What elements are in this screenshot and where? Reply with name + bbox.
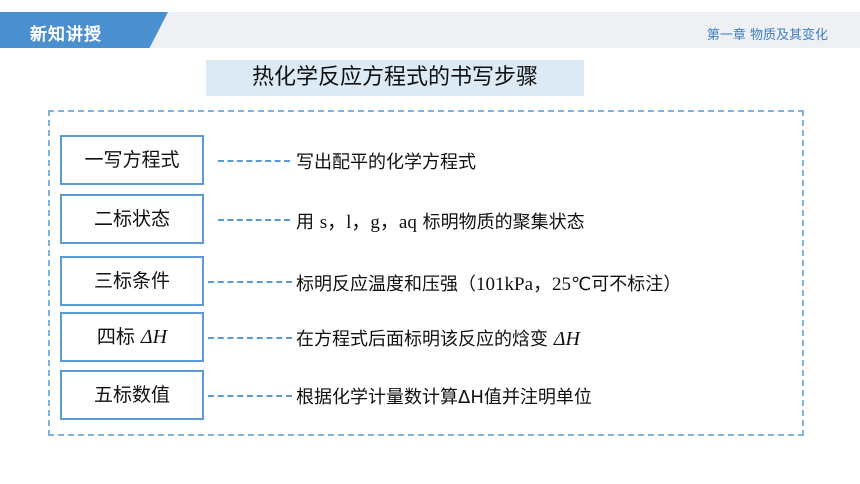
chapter-label: 第一章 物质及其变化 <box>706 28 828 43</box>
steps-frame <box>48 110 804 436</box>
step-3-desc-suffix: ℃可不标注） <box>571 274 682 295</box>
step-3-label: 三标条件 <box>93 270 170 292</box>
step-3-desc: 标明反应温度和压强（101kPa，25℃可不标注） <box>296 269 681 296</box>
title-box: 热化学反应方程式的书写步骤 <box>206 60 584 96</box>
step-5-box: 五标数值 <box>60 370 204 420</box>
step-2-desc-suffix: 标明物质的聚集状态 <box>416 212 585 233</box>
step-2-desc-states: s，l，g，aq <box>319 212 417 233</box>
step-5-connector <box>208 395 292 397</box>
step-5-label: 五标数值 <box>93 384 170 406</box>
step-2-label: 二标状态 <box>93 208 170 230</box>
step-3-connector <box>208 281 292 283</box>
step-4-label-prefix: 四标 <box>96 326 141 348</box>
step-3-box: 三标条件 <box>60 256 204 306</box>
step-4-connector <box>208 337 292 339</box>
step-2-box: 二标状态 <box>60 194 204 244</box>
step-1-label: 一写方程式 <box>84 149 180 171</box>
step-1-desc: 写出配平的化学方程式 <box>296 152 476 173</box>
step-4-desc-symbol: ΔH <box>553 328 580 350</box>
step-4-box: 四标 ΔH <box>60 312 204 362</box>
step-2-desc: 用 s，l，g，aq 标明物质的聚集状态 <box>296 207 585 234</box>
page-title: 热化学反应方程式的书写步骤 <box>251 65 538 90</box>
step-2-desc-prefix: 用 <box>296 212 320 233</box>
step-3-desc-conditions: 101kPa，25 <box>476 274 572 295</box>
section-tab <box>0 12 168 48</box>
step-4-desc-prefix: 在方程式后面标明该反应的焓变 <box>296 329 554 350</box>
step-2-connector <box>218 219 290 221</box>
section-label: 新知讲授 <box>30 25 102 45</box>
step-3-desc-prefix: 标明反应温度和压强（ <box>296 274 476 295</box>
step-4-label-symbol: ΔH <box>140 326 168 348</box>
step-4-desc: 在方程式后面标明该反应的焓变 ΔH <box>296 325 580 351</box>
step-5-desc: 根据化学计量数计算ΔH值并注明单位 <box>296 387 592 408</box>
step-1-box: 一写方程式 <box>60 135 204 185</box>
step-1-connector <box>218 160 290 162</box>
